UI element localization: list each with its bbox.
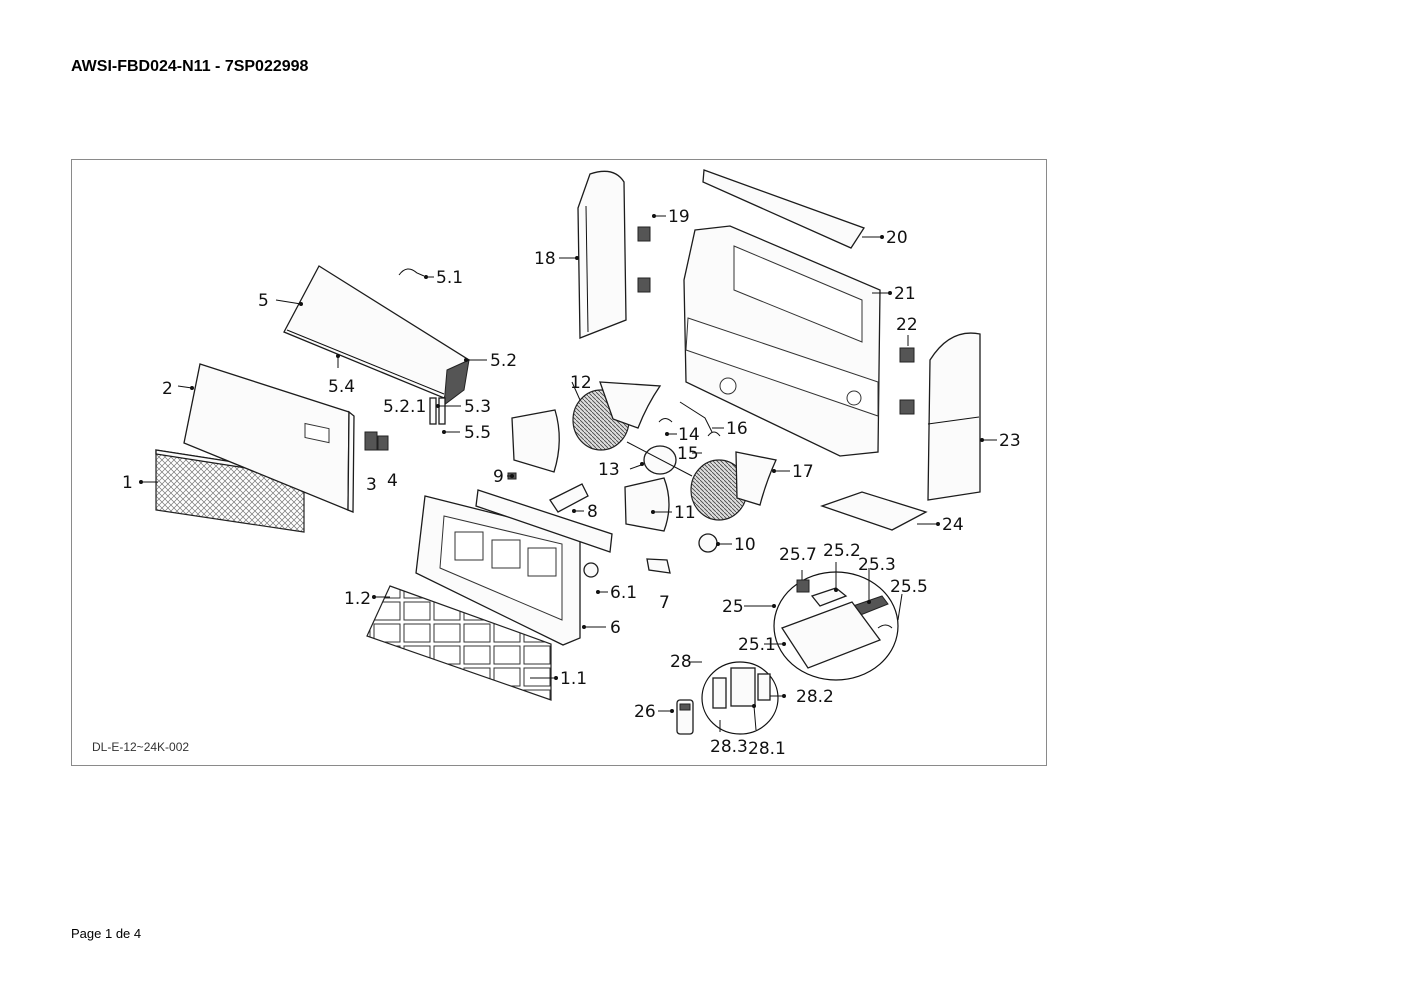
callout-5-5: 5.5 — [464, 423, 491, 443]
part-bottom-plate — [820, 491, 928, 531]
part-bracket-19-lower — [637, 277, 651, 293]
callout-1: 1 — [122, 473, 133, 493]
callout-25-1: 25.1 — [738, 635, 776, 655]
callout-25-5: 25.5 — [890, 577, 928, 597]
part-fan-motor — [626, 441, 693, 477]
part-clip-14 — [658, 418, 673, 423]
part-stepper-motor-10 — [698, 533, 718, 553]
callout-21: 21 — [894, 284, 916, 304]
part-volute-upper — [511, 409, 560, 473]
callout-2: 2 — [162, 379, 173, 399]
callout-20: 20 — [886, 228, 908, 248]
callout-5-1: 5.1 — [436, 268, 463, 288]
callout-5-3: 5.3 — [464, 397, 491, 417]
callout-18: 18 — [534, 249, 556, 269]
exploded-view-frame: 1 2 3 4 5 5.1 5.2 5.2.1 5.3 5.4 5.5 1.2 … — [71, 159, 1047, 766]
part-bracket-22-lower — [899, 399, 915, 415]
part-swing-motor-assembly — [429, 359, 470, 425]
part-wire-5-1 — [398, 268, 425, 277]
callout-8: 8 — [587, 502, 598, 522]
callout-6-1: 6.1 — [610, 583, 637, 603]
callout-28-1: 28.1 — [748, 739, 786, 759]
callout-13: 13 — [598, 460, 620, 480]
page-number: Page 1 de 4 — [71, 926, 142, 941]
drawing-code: DL-E-12~24K-002 — [92, 740, 190, 754]
callout-25-3: 25.3 — [858, 555, 896, 575]
callout-1-2: 1.2 — [344, 589, 371, 609]
exploded-parts-diagram: 1 2 3 4 5 5.1 5.2 5.2.1 5.3 5.4 5.5 1.2 … — [122, 169, 1021, 759]
part-bracket-22-upper — [899, 347, 915, 363]
callout-4: 4 — [387, 471, 398, 491]
callout-22: 22 — [896, 315, 918, 335]
callout-5: 5 — [258, 291, 269, 311]
callout-1-1: 1.1 — [560, 669, 587, 689]
callout-5-4: 5.4 — [328, 377, 355, 397]
part-display-switch — [364, 431, 389, 451]
callout-26: 26 — [634, 702, 656, 722]
part-fan-housing-lower — [735, 451, 777, 506]
callout-6: 6 — [610, 618, 621, 638]
part-bracket-19-upper — [637, 226, 651, 242]
callout-16: 16 — [726, 419, 748, 439]
part-control-board — [475, 483, 613, 553]
callout-5-2-1: 5.2.1 — [383, 397, 426, 417]
part-fan-housing-upper — [599, 381, 662, 429]
callout-10: 10 — [734, 535, 756, 555]
part-bracket-7 — [646, 558, 671, 574]
part-top-cover — [702, 169, 865, 249]
part-volute-lower — [624, 477, 670, 532]
part-back-housing — [683, 225, 881, 457]
callout-12: 12 — [570, 373, 592, 393]
callout-19: 19 — [668, 207, 690, 227]
callout-24: 24 — [942, 515, 964, 535]
part-electric-box-group — [773, 571, 899, 681]
callout-25-2: 25.2 — [823, 541, 861, 561]
callout-25-7: 25.7 — [779, 545, 817, 565]
callout-7: 7 — [659, 593, 670, 613]
part-pipe-16 — [679, 401, 713, 433]
part-knob-6-1 — [583, 562, 599, 578]
callout-15: 15 — [677, 444, 699, 464]
part-remote-control — [676, 699, 694, 735]
part-remote-holder-group — [701, 661, 779, 735]
part-front-panel — [183, 363, 355, 513]
callout-5-2: 5.2 — [490, 351, 517, 371]
callout-leaders — [139, 214, 997, 732]
callout-14: 14 — [678, 425, 700, 445]
part-clip-15 — [707, 431, 721, 437]
callout-25: 25 — [722, 597, 744, 617]
callout-11: 11 — [674, 503, 696, 523]
callout-3: 3 — [366, 475, 377, 495]
part-left-side-panel — [577, 170, 627, 339]
part-right-side-panel — [927, 332, 981, 501]
callout-28-2: 28.2 — [796, 687, 834, 707]
callout-28: 28 — [670, 652, 692, 672]
callout-23: 23 — [999, 431, 1021, 451]
part-filter-grid — [366, 585, 552, 701]
callout-17: 17 — [792, 462, 814, 482]
document-title: AWSI-FBD024-N11 - 7SP022998 — [71, 58, 309, 75]
callout-28-3: 28.3 — [710, 737, 748, 757]
callout-9: 9 — [493, 467, 504, 487]
